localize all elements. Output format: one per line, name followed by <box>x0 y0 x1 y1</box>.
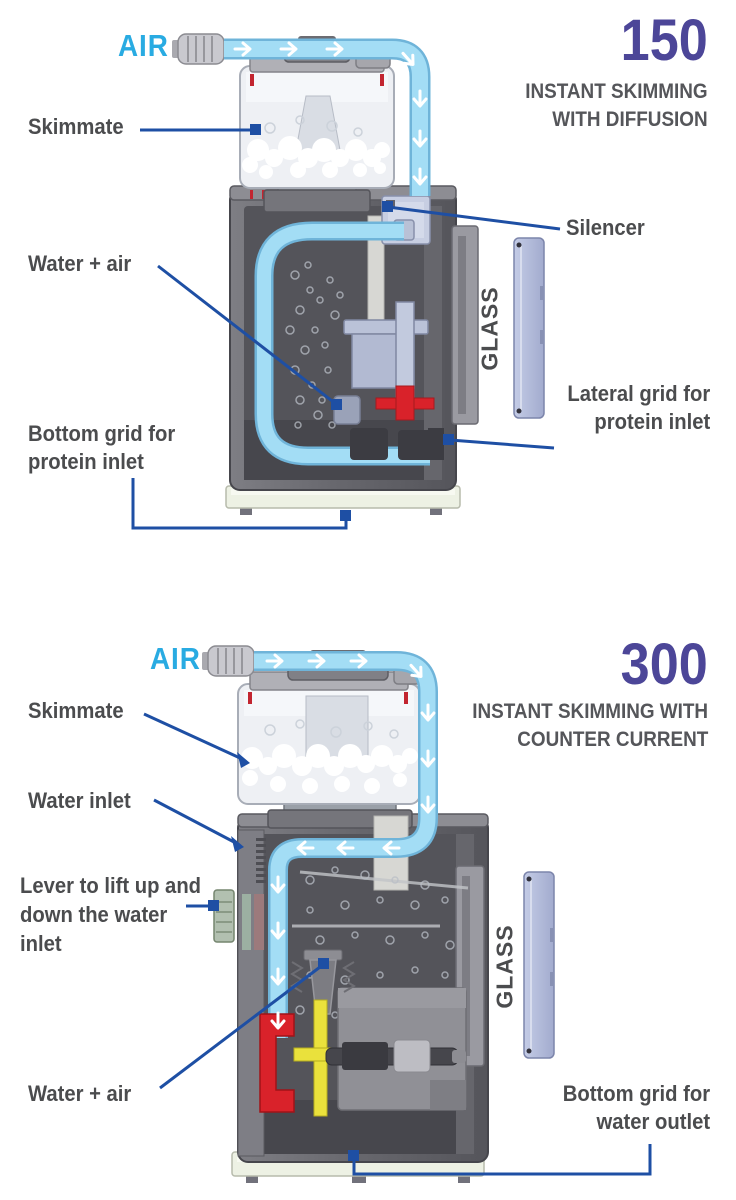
leader-lateral-grid <box>449 438 555 450</box>
skimmate-label: Skimmate <box>28 114 124 139</box>
glass-label: GLASS <box>476 286 503 371</box>
water-air-label: Water + air <box>28 1081 132 1106</box>
leader-bottom-grid <box>352 1144 652 1176</box>
leader-skimmate-marker <box>250 124 261 135</box>
lever-label: Lever to lift up and down the water inle… <box>20 871 201 958</box>
leader-water-air-marker <box>318 958 329 969</box>
lever-line3: inlet <box>20 931 62 956</box>
leader-lateral-grid-marker <box>443 434 454 445</box>
glass-label: GLASS <box>491 924 518 1009</box>
skimmate-foam <box>242 136 390 179</box>
collection-cup <box>237 683 421 805</box>
lever-line2: down the water <box>20 902 168 927</box>
skimmer-150-illustration <box>131 33 561 530</box>
leader-water-inlet <box>153 798 235 844</box>
bottom-grid-line2: water outlet <box>596 1109 710 1134</box>
leader-bottom-grid-marker <box>348 1150 359 1161</box>
subtitle-300-line1: INSTANT SKIMMING WITH <box>472 700 708 723</box>
bottom-grid-label: Bottom grid for protein inlet <box>28 420 175 476</box>
water-inlet-lever <box>213 889 235 943</box>
leader-skimmate <box>143 712 241 760</box>
lateral-grid-panel <box>451 225 479 425</box>
glass-panel <box>513 237 545 419</box>
leader-silencer-marker <box>382 201 393 212</box>
leader-water-inlet-arrow <box>231 836 244 852</box>
leader-lever-marker <box>208 900 219 911</box>
leader-water-air <box>157 264 337 406</box>
bottom-grid-label: Bottom grid for water outlet <box>563 1080 710 1136</box>
leader-bottom-grid-marker <box>340 510 351 521</box>
venturi-red <box>259 1013 295 1113</box>
lateral-grid-line2: protein inlet <box>594 409 710 434</box>
glass-panel <box>523 871 555 1059</box>
water-inlet-column <box>237 829 266 1157</box>
leader-skimmate-arrow <box>237 752 250 768</box>
air-label: AIR <box>118 28 169 63</box>
leader-water-air <box>159 962 325 1090</box>
air-flow-arrows <box>233 41 428 186</box>
lateral-grid-line1: Lateral grid for <box>567 381 710 406</box>
skimmate-foam <box>241 744 418 794</box>
subtitle-150-line1: INSTANT SKIMMING <box>525 80 708 103</box>
model-number-300: 300 <box>620 632 708 697</box>
leader-bottom-grid <box>131 478 348 530</box>
water-air-label: Water + air <box>28 251 132 276</box>
skimmer-300-illustration <box>143 645 652 1183</box>
model-number-150: 150 <box>620 8 708 73</box>
air-fitting <box>172 33 225 65</box>
spring-right <box>342 961 356 993</box>
collection-cup <box>239 65 395 189</box>
air-label: AIR <box>150 641 201 676</box>
bubbles <box>285 261 344 429</box>
silencer-label: Silencer <box>566 215 645 240</box>
bottom-grid-line1: Bottom grid for <box>562 1081 710 1106</box>
leader-lines <box>143 712 652 1176</box>
skimmate-label: Skimmate <box>28 698 124 723</box>
lever-line1: Lever to lift up and <box>20 873 202 898</box>
air-fitting <box>202 645 255 677</box>
leader-lines <box>131 124 561 530</box>
internal-water-air-tube <box>254 219 430 466</box>
leader-water-air-marker <box>331 399 342 410</box>
pump-assembly <box>259 949 467 1117</box>
subtitle-150-line2: WITH DIFFUSION <box>552 108 708 131</box>
air-flow-arrows <box>265 653 436 1030</box>
bottom-grid-line1: Bottom grid for <box>28 421 176 446</box>
venturi-red-vertical <box>395 385 415 421</box>
bottom-grid-openings <box>350 428 444 460</box>
pump-assembly <box>333 301 435 425</box>
bottom-grid-line2: protein inlet <box>28 449 144 474</box>
air-tube <box>254 651 438 1038</box>
subtitle-300-line2: COUNTER CURRENT <box>516 728 708 751</box>
leader-silencer <box>387 205 561 231</box>
water-inlet-label: Water inlet <box>28 788 131 813</box>
lateral-grid-label: Lateral grid for protein inlet <box>567 380 710 436</box>
diffusion-trays <box>292 870 469 928</box>
